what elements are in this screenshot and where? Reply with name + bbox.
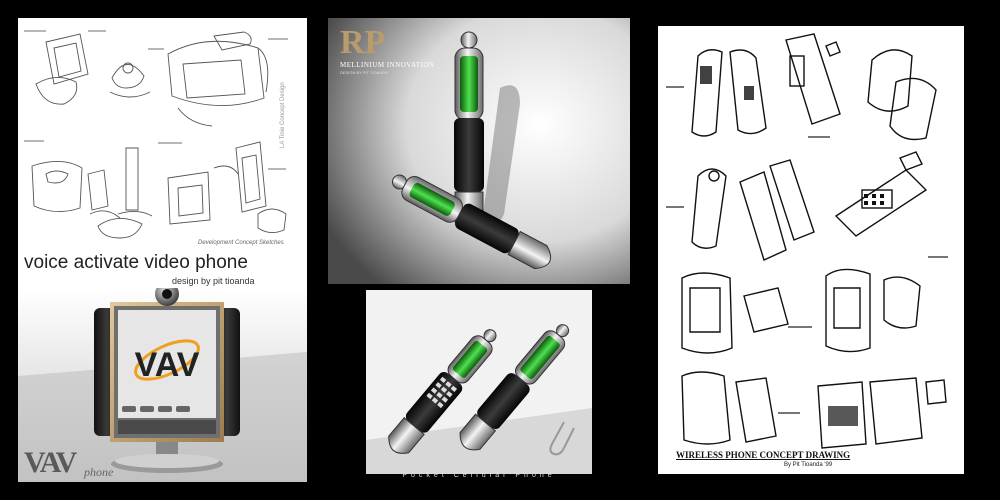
drawing-title: WIRELESS PHONE CONCEPT DRAWING [676,450,851,460]
logo-subtitle: MELLINIUM INNOVATION [340,61,435,69]
logo-tagline: DESIGN BY PIT TIOANDA [340,70,388,75]
video-phone-poster: LA Tinie Concept Design Development Conc… [18,18,307,482]
poster-caption: Pocket Cellular Phone [402,472,556,479]
brand-suffix: phone [84,465,114,479]
concept-sketches [24,30,288,239]
poster-title: voice activate video phone [24,252,248,273]
sketch-caption: Development Concept Sketches [198,240,284,246]
wireless-phone-sketches [666,33,948,449]
side-note: LA Tinie Concept Design [280,82,286,148]
wireless-sketch-poster: WIRELESS PHONE CONCEPT DRAWING By Pit Ti… [648,18,974,482]
pocket-phone-render [328,18,630,284]
video-phone-render: VAV [18,288,307,482]
sketch-sheet: WIRELESS PHONE CONCEPT DRAWING By Pit Ti… [658,26,964,474]
pocket-phone-poster: RP MELLINIUM INNOVATION DESIGN BY PIT TI… [328,18,630,482]
poster-byline: design by pit tioanda [172,276,255,286]
drawing-byline: By Pit Tioanda '99 [784,462,833,468]
screen-logo: VAV [135,346,200,384]
pocket-phone-inset-render [366,290,592,474]
rp-logo: RP [340,24,386,61]
brand-logo: VAV [24,446,77,479]
